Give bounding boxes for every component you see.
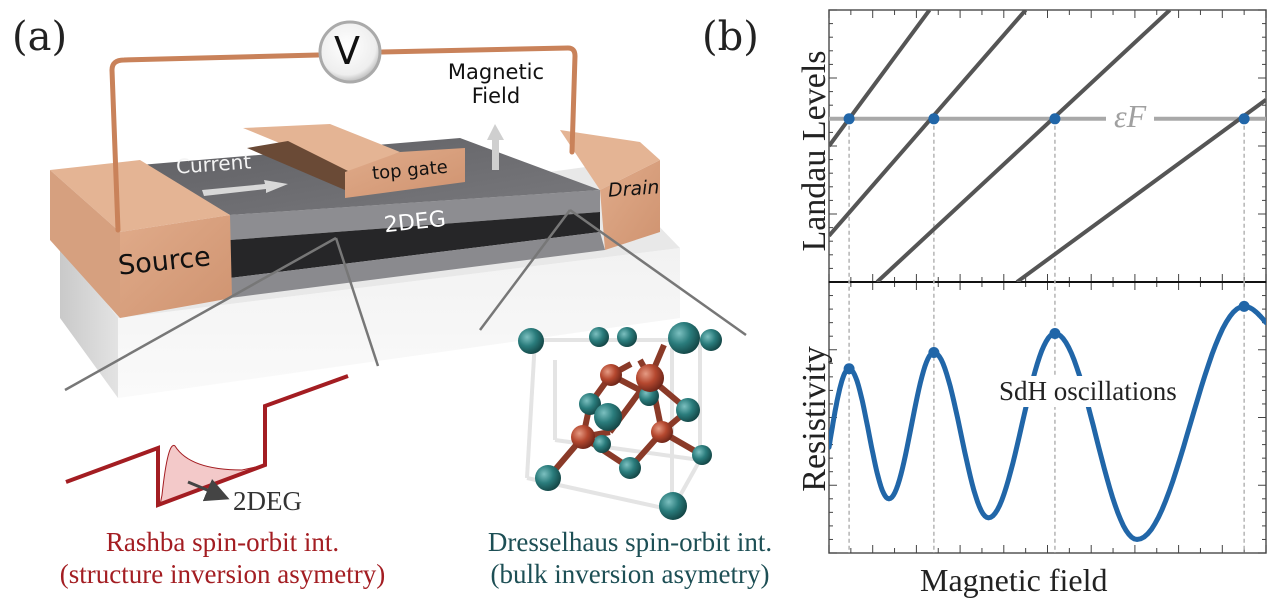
magnetic-field-label: Magnetic Field: [446, 60, 546, 108]
2deg-wavefunction: [159, 444, 266, 506]
current-arrow-icon: [202, 180, 288, 196]
drain-contact-top: [560, 130, 660, 190]
voltmeter: [318, 20, 382, 84]
substrate-front: [118, 248, 680, 398]
anion-atom: [659, 492, 687, 520]
fermi-level-label: εF: [1106, 98, 1155, 135]
rashba-potential-diagram: [65, 374, 349, 508]
measurement-wire: [109, 45, 578, 233]
fermi-crossing-marker: [1238, 113, 1250, 125]
device-schematic: [50, 20, 747, 398]
magnetic-field-arrow-icon: [487, 124, 504, 140]
rashba-2deg-label: 2DEG: [233, 486, 302, 516]
resistivity-ylabel: Resistivity: [796, 346, 833, 492]
fermi-crossing-marker: [928, 113, 940, 125]
anion-atom: [593, 435, 611, 453]
substrate-side: [60, 240, 118, 398]
anion-atom: [617, 327, 637, 347]
magnetic-field-label-line1: Magnetic: [447, 60, 545, 84]
dresselhaus-caption-line1: Dresselhaus spin-orbit int.: [487, 527, 773, 557]
landau-level-lines: [829, 10, 1266, 282]
potential-profile: [65, 374, 349, 508]
resistivity-plot-frame: [828, 281, 1267, 554]
channel-lower-layer: [230, 232, 605, 298]
anion-atom: [619, 457, 641, 479]
voltmeter-symbol: V: [334, 29, 360, 73]
resistivity-curve: [829, 303, 1266, 543]
crystal-bond: [618, 361, 633, 373]
cation-atom: [651, 421, 673, 443]
top-gate-shadow: [247, 141, 350, 190]
cation-atom: [571, 425, 595, 449]
landau-level-level-4: [1015, 98, 1266, 282]
fermi-crossing-marker: [843, 113, 855, 125]
rashba-callout-line: [64, 236, 337, 392]
rashba-caption: Rashba spin-orbit int. (structure invers…: [10, 526, 435, 590]
cation-atom: [636, 364, 664, 392]
anion-atom: [676, 398, 700, 422]
top-gate-front: [345, 148, 465, 198]
magnetic-field-arrow-shaft: [492, 138, 499, 170]
magnetic-field-xlabel: Magnetic field: [920, 562, 1108, 598]
cation-atom: [600, 364, 622, 386]
magnetic-field-label-line2: Field: [471, 84, 521, 108]
zincblende-crystal: [518, 322, 722, 520]
source-contact-top: [50, 160, 230, 232]
rashba-caption-line1: Rashba spin-orbit int.: [105, 527, 340, 557]
drain-label: Drain: [607, 176, 661, 202]
sdh-annotation: SdH oscillations: [995, 376, 1181, 407]
resistivity-curve-group: [829, 303, 1266, 543]
resistivity-peak-marker: [1049, 327, 1061, 339]
rashba-caption-line2: (structure inversion asymetry): [59, 559, 386, 589]
landau-levels-ylabel: Landau Levels: [796, 50, 833, 252]
anion-atom: [589, 327, 609, 347]
anion-atom: [594, 403, 622, 431]
rashba-callout-line-2: [334, 237, 380, 367]
2deg-layer: [230, 212, 600, 278]
landau-level-level-3: [875, 10, 1172, 282]
panel-b-plots: [828, 9, 1267, 554]
dresselhaus-caption: Dresselhaus spin-orbit int. (bulk invers…: [440, 526, 820, 590]
resistivity-peak-marker: [928, 346, 940, 358]
anion-atom: [700, 329, 722, 351]
anion-atom: [518, 328, 544, 354]
crystal-frame-edge: [525, 339, 537, 479]
fermi-crossing-marker: [1049, 113, 1061, 125]
resistivity-peak-marker: [843, 363, 855, 375]
dresselhaus-callout-line: [479, 209, 571, 331]
source-contact-side: [50, 170, 120, 318]
resistivity-peak-marker: [1238, 300, 1250, 312]
dresselhaus-callout-line-2: [569, 208, 747, 337]
anion-atom: [668, 322, 700, 354]
drain-contact-front: [600, 160, 660, 250]
anion-atom: [535, 465, 561, 491]
2deg-pointer-arrow: [187, 479, 230, 502]
landau-level-level-2: [829, 10, 1028, 238]
source-contact-front: [120, 215, 232, 318]
landau-level-level-1: [829, 10, 932, 148]
dresselhaus-caption-line2: (bulk inversion asymetry): [490, 559, 770, 589]
anion-atom: [692, 445, 712, 465]
panel-a-label: (a): [12, 14, 68, 60]
top-gate-top: [243, 124, 400, 172]
anion-atom: [579, 393, 601, 415]
panel-b-label: (b): [702, 14, 759, 60]
channel-upper-layer: [230, 190, 600, 240]
